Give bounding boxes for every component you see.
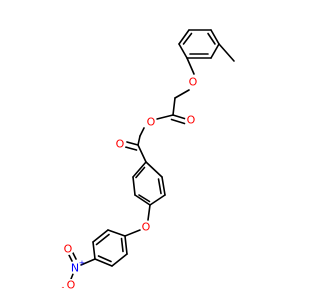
bond <box>149 194 166 206</box>
atom-labels: O O O O O N + O O - <box>62 76 199 292</box>
atom-o-ester: O <box>147 116 156 129</box>
bond-double-inner <box>207 32 216 45</box>
bond <box>124 229 141 237</box>
atom-o-nitro-double: O <box>64 243 73 256</box>
bond <box>174 89 190 99</box>
bond <box>111 253 128 267</box>
bond <box>137 135 141 146</box>
bond-double-inner <box>120 237 124 253</box>
ring-nitrophenyl <box>92 229 128 267</box>
atom-n-nitro: N <box>71 262 79 275</box>
bond-methyl <box>218 43 235 62</box>
charge-minus: - <box>62 283 65 292</box>
bond-double-inner <box>138 194 151 203</box>
bond-double-inner <box>135 166 146 179</box>
bond <box>178 43 188 59</box>
bond <box>145 161 163 178</box>
charge-plus: + <box>79 259 86 268</box>
atom-o-ether-top: O <box>189 76 198 89</box>
structure-canvas: O O O O O N + O O - <box>61 29 235 292</box>
bond-double-inner <box>95 233 110 246</box>
bond <box>92 241 96 260</box>
atom-o-carbonyl-ester: O <box>187 114 196 127</box>
bond <box>210 43 220 59</box>
bond <box>137 144 147 163</box>
bond <box>134 194 151 206</box>
bond <box>124 235 128 255</box>
bond <box>186 57 195 75</box>
bond <box>178 29 190 45</box>
bond <box>107 229 126 237</box>
bond-double-inner <box>97 255 112 263</box>
bond <box>132 161 147 178</box>
bond <box>172 97 176 116</box>
molecule-structure: O O O O O N + O O - <box>62 29 235 292</box>
bond <box>161 176 166 196</box>
bond <box>147 204 151 221</box>
bond-double-inner <box>157 178 162 195</box>
bond-double-inner <box>182 32 193 45</box>
bond <box>139 127 145 137</box>
bond <box>172 114 187 120</box>
bond <box>210 29 220 45</box>
bond <box>92 229 109 243</box>
atom-o-ketone: O <box>116 138 125 151</box>
bond-double-inner <box>170 118 186 125</box>
bond <box>126 141 139 146</box>
atom-o-nitro-single: O <box>67 279 76 292</box>
bond <box>80 258 96 266</box>
ring-phenylene <box>132 161 166 206</box>
bond <box>132 176 136 196</box>
bond-double-inner <box>72 252 77 260</box>
bond <box>68 254 73 262</box>
atom-o-ether-bottom: O <box>142 221 151 234</box>
bond <box>70 273 74 280</box>
bond <box>156 114 174 120</box>
bond <box>94 258 113 267</box>
ring-tolyl <box>178 29 220 59</box>
bond-double-inner <box>124 146 138 151</box>
